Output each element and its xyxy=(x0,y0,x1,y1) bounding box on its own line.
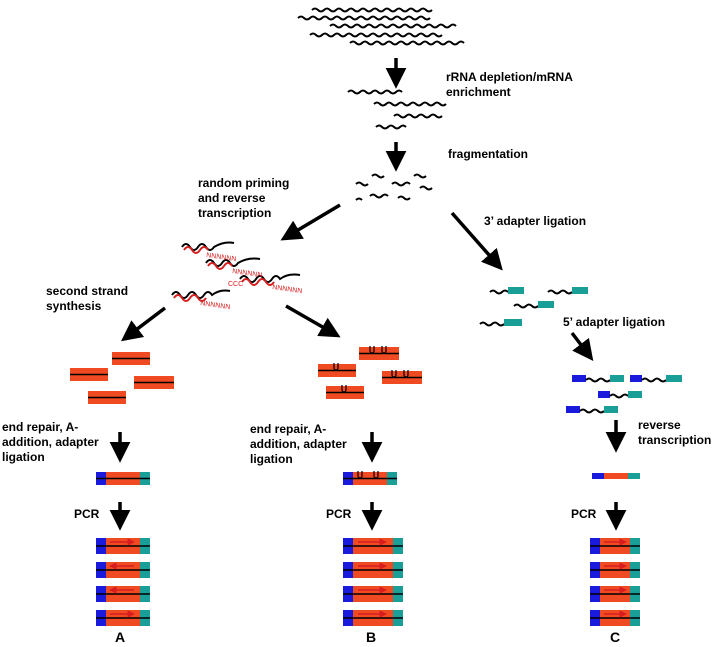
primer-label: NNNNNN xyxy=(206,252,237,263)
step-label-second-strand: second strand synthesis xyxy=(46,284,129,313)
step-label-pcr-b: PCR xyxy=(326,507,352,521)
panel-label-a: A xyxy=(115,629,126,645)
panel-label-b: B xyxy=(366,629,377,645)
step-label-reverse-transcription: reverse transcription xyxy=(638,418,712,447)
step-label-pcr-a: PCR xyxy=(74,507,100,521)
panel-label-c: C xyxy=(610,629,621,645)
pcr-products-c xyxy=(590,538,640,626)
five-prime-ligated-rna xyxy=(566,375,682,414)
step-label-five-prime-ligation: 5’ adapter ligation xyxy=(563,315,666,329)
step-label-fragmentation: fragmentation xyxy=(448,147,529,161)
step-label-end-repair-a: end repair, A- addition, adapter ligatio… xyxy=(2,420,99,464)
ds-cdna-b xyxy=(318,347,422,399)
pcr-products-b xyxy=(343,538,403,626)
primer-label: NNNNNN xyxy=(232,268,263,279)
cap-label: CCC xyxy=(228,281,243,288)
primer-label: NNNNNN xyxy=(200,300,231,311)
step-label-end-repair-b: end repair, A- addition, adapter ligatio… xyxy=(250,422,347,466)
rt-products xyxy=(171,241,301,302)
three-prime-ligated-rna xyxy=(479,287,588,327)
rna-fragments xyxy=(355,173,433,201)
primer-label: NNNNNN xyxy=(272,284,303,295)
step-label-pcr-c: PCR xyxy=(571,507,597,521)
ligated-fragment-a xyxy=(96,472,150,485)
step-label-three-prime-ligation: 3’ adapter ligation xyxy=(484,214,587,228)
ds-cdna-a xyxy=(70,352,174,404)
uracil-marks xyxy=(333,346,409,393)
enriched-mrna xyxy=(347,89,447,130)
pcr-products-a xyxy=(96,538,150,626)
step-label-random-priming: random priming and reverse transcription xyxy=(198,176,290,220)
total-rna-strands xyxy=(297,7,465,46)
step-label-rrna-depletion: rRNA depletion/mRNA enrichment xyxy=(446,70,573,99)
ligated-fragment-b xyxy=(343,471,397,485)
ligated-fragment-c xyxy=(592,473,640,479)
flow-arrows xyxy=(109,58,627,531)
